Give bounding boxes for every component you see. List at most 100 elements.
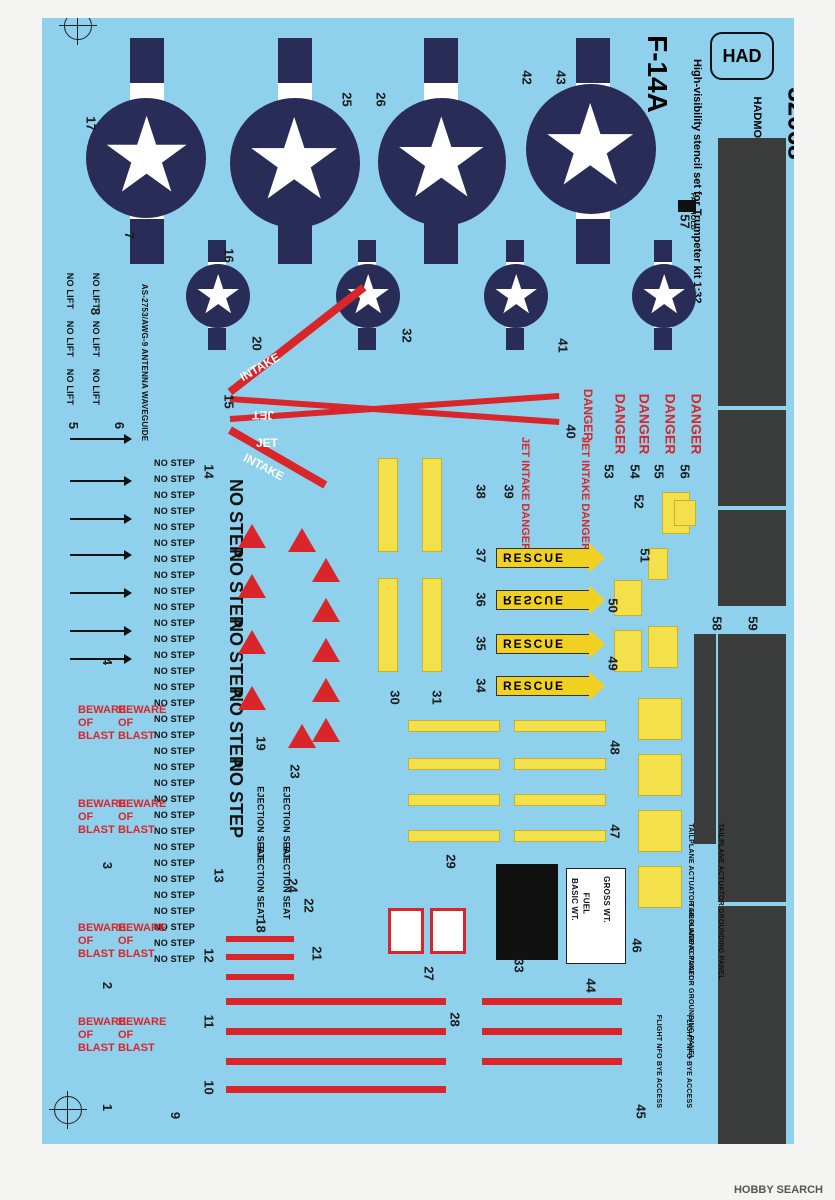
no-step-stencil: NO STEP <box>154 938 195 948</box>
red-stripe <box>226 936 294 942</box>
decal-number: 58 <box>709 616 725 631</box>
danger-stencil: DANGER <box>612 393 629 455</box>
no-lift-stencil: NO LIFT <box>91 320 102 358</box>
decal-number: 57 <box>677 214 693 229</box>
decal-number: 22 <box>301 898 317 913</box>
no-lift-stencil: NO LIFT <box>91 368 102 406</box>
beware-blast-stencil: BEWARE OF BLAST <box>118 704 167 742</box>
decal-number: 25 <box>339 92 355 107</box>
gross-weight-label: GROSS WT. <box>601 876 611 923</box>
decal-number: 11 <box>201 1014 217 1029</box>
star-icon: ★ <box>194 265 243 325</box>
decal-number: 18 <box>253 918 269 933</box>
decal-number: 20 <box>249 336 265 351</box>
decal-number: 53 <box>601 464 617 479</box>
decal-number: 19 <box>253 736 269 751</box>
decal-number: 5 <box>66 421 82 430</box>
decal-number: 45 <box>633 1104 649 1119</box>
no-step-stencil: NO STEP <box>154 954 195 964</box>
decal-number: 23 <box>287 764 303 779</box>
no-step-stencil: NO STEP <box>154 554 195 564</box>
decal-number: 2 <box>100 981 116 990</box>
no-step-stencil: NO STEP <box>154 858 195 868</box>
grey-panel <box>718 634 786 902</box>
jet-intake-danger-stencil: JET INTAKE DANGER <box>579 436 592 552</box>
no-step-stencil: NO STEP <box>154 682 195 692</box>
yellow-strip <box>408 720 500 732</box>
star-icon: ★ <box>392 97 491 220</box>
decal-number: 28 <box>447 1012 463 1027</box>
decal-number: 10 <box>201 1080 217 1095</box>
star-icon: ★ <box>244 97 345 222</box>
punch-panel <box>388 908 424 954</box>
yellow-strip <box>408 758 500 770</box>
beware-blast-stencil: BEWARE OF BLAST <box>78 798 127 836</box>
decal-number: 48 <box>607 740 623 755</box>
access-panel <box>614 580 642 616</box>
decal-number: 41 <box>555 338 571 353</box>
decal-number: 1 <box>100 1103 116 1112</box>
no-step-stencil: NO STEP <box>154 922 195 932</box>
access-panel <box>614 630 642 672</box>
warning-panel <box>422 578 442 672</box>
decal-number: 38 <box>473 484 489 499</box>
decal-number: 40 <box>563 424 579 439</box>
arrow-icon <box>70 654 132 664</box>
no-step-stencil: NO STEP <box>154 714 195 724</box>
no-lift-stencil: NO LIFT <box>65 272 76 310</box>
yellow-strip <box>408 794 500 806</box>
fan-hold-box <box>678 200 696 212</box>
decal-number: 30 <box>387 690 403 705</box>
decal-number: 6 <box>112 421 128 430</box>
arrow-icon <box>70 550 132 560</box>
weight-panel: BASIC WT. FUEL GROSS WT. <box>566 868 626 964</box>
decal-number: 33 <box>511 958 527 973</box>
no-step-stencil: NO STEP <box>154 826 195 836</box>
decal-number: 43 <box>553 70 569 85</box>
decal-number: 21 <box>309 946 325 961</box>
flight-access-stencil: FLIGHT NFO BYE ACCESS <box>655 1014 663 1109</box>
grey-panel <box>718 138 786 406</box>
decal-number: 35 <box>473 636 489 651</box>
decal-number: 14 <box>201 464 217 479</box>
crop-mark-icon <box>49 1091 87 1129</box>
beware-blast-stencil: BEWARE OF BLAST <box>118 798 167 836</box>
beware-blast-stencil: BEWARE OF BLAST <box>118 922 167 960</box>
warning-panel <box>422 458 442 552</box>
no-step-stencil: NO STEP <box>154 698 195 708</box>
star-roundel <box>230 98 360 228</box>
danger-triangle-icon <box>238 524 266 548</box>
access-panel <box>648 626 678 668</box>
no-step-stencil: NO STEP <box>154 730 195 740</box>
danger-triangle-icon <box>238 630 266 654</box>
red-stripe <box>226 954 294 960</box>
red-stripe <box>226 974 294 980</box>
beware-blast-stencil: BEWARE OF BLAST <box>118 1016 167 1054</box>
decal-number: 8 <box>88 307 104 316</box>
no-step-stencil: NO STEP <box>154 458 195 468</box>
no-step-stencil: NO STEP <box>154 746 195 756</box>
yellow-strip <box>514 758 606 770</box>
decal-number: 34 <box>473 678 489 693</box>
decal-number: 36 <box>473 592 489 607</box>
beware-blast-stencil: BEWARE OF BLAST <box>78 922 127 960</box>
red-stripe <box>226 1058 446 1065</box>
red-stripe <box>482 998 622 1005</box>
decal-number: 47 <box>607 824 623 839</box>
decal-number: 44 <box>583 978 599 993</box>
basic-weight-label: BASIC WT. <box>569 878 579 921</box>
no-step-stencil: NO STEP <box>154 490 195 500</box>
star-icon: ★ <box>492 265 541 325</box>
decal-number: 52 <box>631 494 647 509</box>
yellow-strip <box>514 794 606 806</box>
decal-number: 59 <box>745 616 761 631</box>
tailplane-stencil: TAILPLANE ACTUATOR GROUNDING PANEL <box>716 823 724 980</box>
decal-number: 16 <box>221 248 237 263</box>
no-step-stencil: NO STEP <box>154 586 195 596</box>
decal-sheet: HAD HADMODELS 32068 F-14A High-visibilit… <box>42 18 794 1144</box>
danger-triangle-icon <box>312 598 340 622</box>
beware-blast-stencil: BEWARE OF BLAST <box>78 704 127 742</box>
grey-panel <box>694 634 716 844</box>
yellow-strip <box>514 830 606 842</box>
jet-label: JET <box>252 408 275 422</box>
